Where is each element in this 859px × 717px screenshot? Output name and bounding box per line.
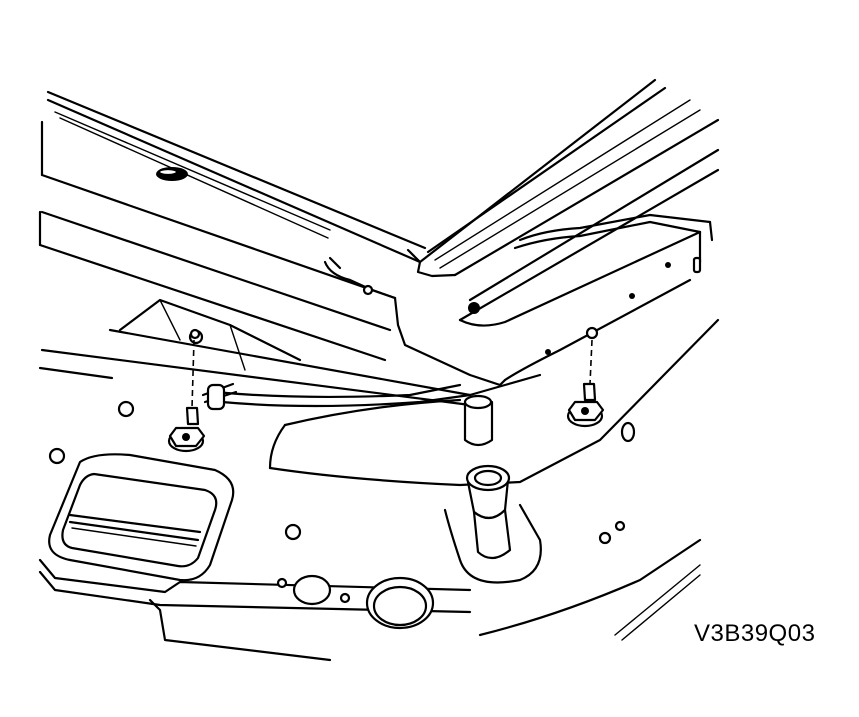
locator-pin-upper (463, 394, 494, 447)
upper-left-rail (38, 90, 472, 407)
central-bracket (323, 213, 714, 397)
bolt-right (566, 339, 605, 428)
locator-pin-lower (443, 464, 542, 584)
bracket-hole-icon (468, 302, 480, 314)
floor-panel (38, 298, 720, 662)
access-cover (48, 453, 235, 582)
figure-code-label: V3B39Q03 (694, 620, 816, 647)
floor-hole (365, 576, 435, 630)
bolt-left (167, 328, 206, 453)
upper-right-rail (418, 78, 720, 322)
cable-clip (201, 382, 238, 411)
